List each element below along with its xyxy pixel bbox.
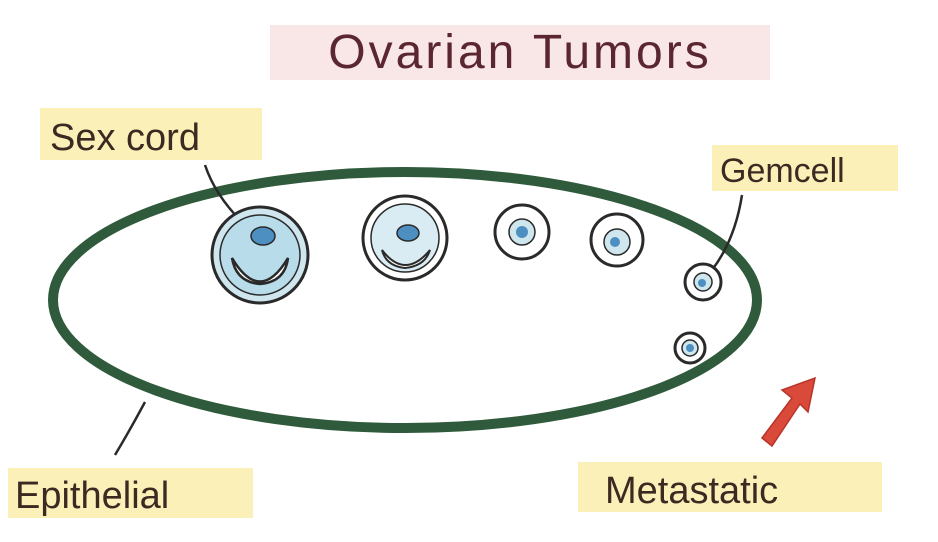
title-highlight bbox=[270, 25, 770, 80]
oocyte-2 bbox=[673, 331, 707, 365]
epithelial-pointer bbox=[113, 401, 147, 456]
germ-cell-pointer bbox=[711, 194, 744, 271]
sex-cord-label: Sex cord bbox=[50, 117, 200, 159]
ovary-ellipse bbox=[48, 167, 762, 433]
follicle-medium bbox=[361, 194, 449, 282]
follicle-large bbox=[210, 205, 310, 305]
epithelial-highlight bbox=[8, 468, 253, 518]
follicle-small-1 bbox=[493, 203, 551, 261]
epithelial-label: Epithelial bbox=[15, 475, 169, 517]
follicle-small-2 bbox=[589, 212, 645, 268]
oocyte-1 bbox=[683, 262, 723, 302]
diagram-title: Ovarian Tumors bbox=[328, 26, 711, 79]
metastatic-arrow-icon bbox=[760, 376, 817, 448]
sex-cord-highlight bbox=[40, 108, 262, 160]
metastatic-highlight bbox=[578, 462, 882, 512]
germ-cell-label: Gemcell bbox=[720, 152, 845, 190]
germ-cell-highlight bbox=[712, 145, 898, 191]
metastatic-label: Metastatic bbox=[605, 470, 778, 512]
